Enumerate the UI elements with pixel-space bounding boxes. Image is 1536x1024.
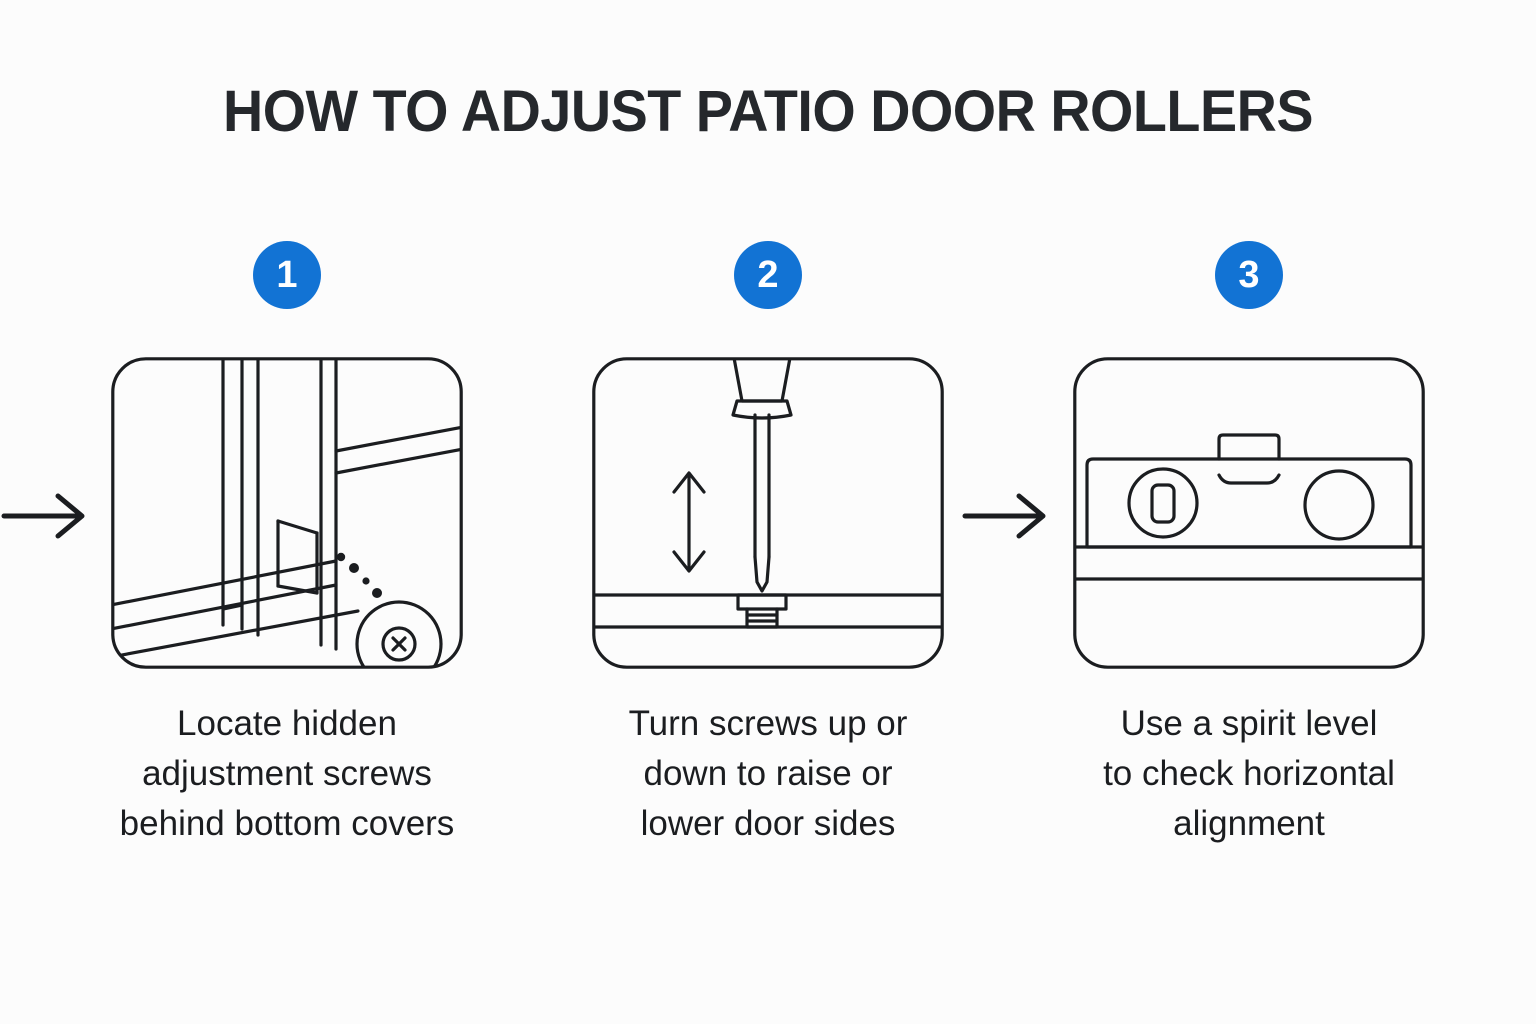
step-illustration-3: [1073, 357, 1425, 669]
panel-outline-1: [111, 357, 463, 669]
screw-access-hole: [355, 600, 443, 666]
step-illustration-1: [111, 357, 463, 669]
step-caption-2: Turn screws up or down to raise or lower…: [628, 704, 908, 843]
up-down-arrow-icon: [672, 471, 706, 573]
spirit-level-drawing: [1076, 433, 1422, 581]
door-frame-drawing: [114, 360, 460, 666]
connector-arrow-2: [961, 492, 1053, 540]
pointer-dots: [336, 552, 382, 598]
step-illustration-2: [592, 357, 944, 669]
bubble-vial-bump: [1217, 433, 1281, 461]
page-title: HOW TO ADJUST PATIO DOOR ROLLERS: [222, 79, 1313, 144]
step-caption-3: Use a spirit level to check horizontal a…: [1103, 704, 1395, 843]
spirit-level-body: [1085, 457, 1413, 549]
connector-arrow-1: [0, 492, 92, 540]
vial-indicator: [1150, 483, 1176, 524]
vial-window-left: [1127, 467, 1199, 539]
panel-outline-3: [1073, 357, 1425, 669]
screw-head: [736, 593, 788, 611]
step-2: 2: [558, 241, 978, 849]
step-1: 1: [77, 241, 497, 849]
step-number-badge-3: 3: [1215, 241, 1283, 309]
screwdriver-drawing: [595, 360, 941, 629]
step-number-badge-1: 1: [253, 241, 321, 309]
step-3: 3: [1039, 241, 1459, 849]
level-hand-hole: [1303, 469, 1375, 541]
step-caption-1: Locate hidden adjustment screws behind b…: [119, 704, 455, 843]
step-number-badge-2: 2: [734, 241, 802, 309]
